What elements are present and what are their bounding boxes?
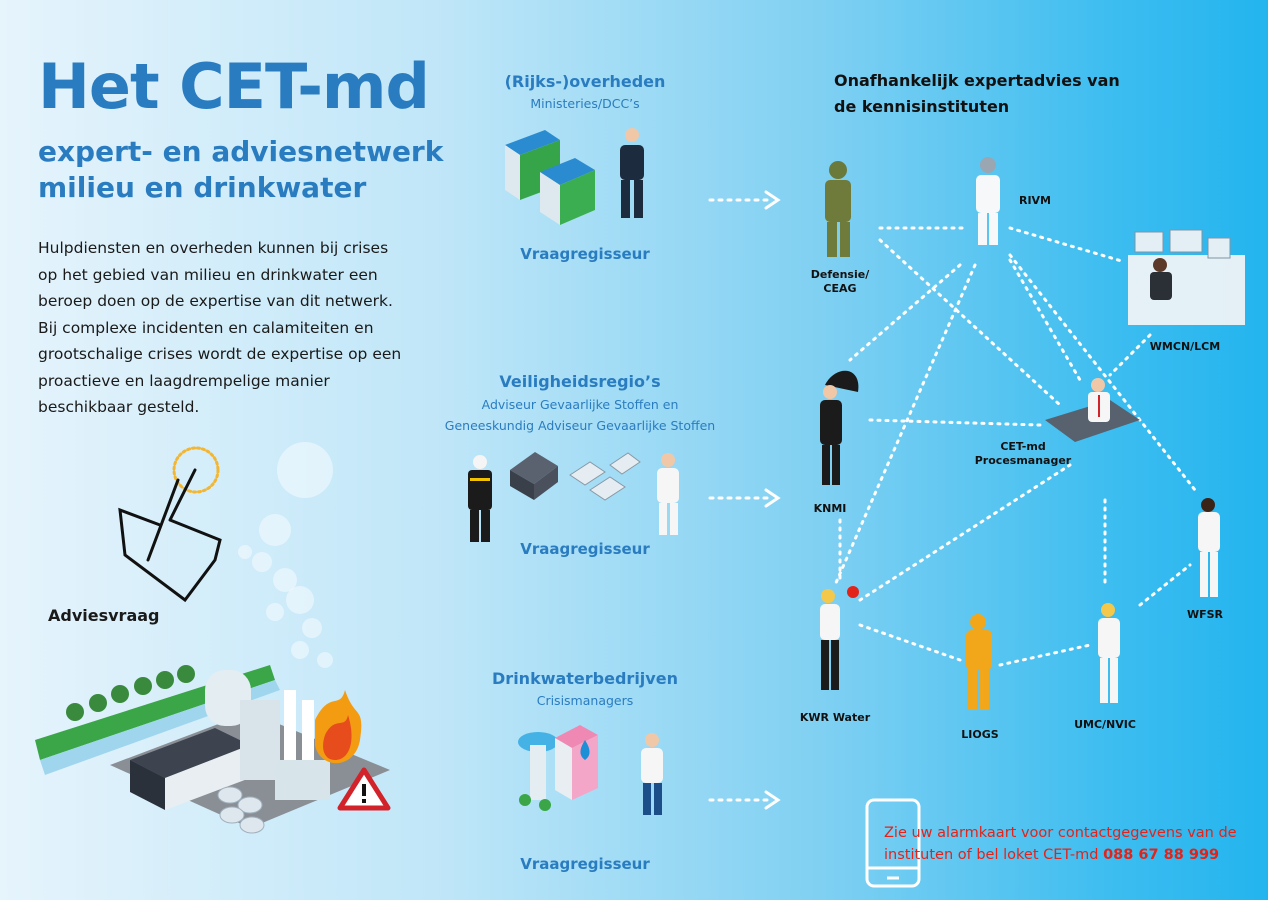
network-connectors xyxy=(833,226,1197,667)
firefighter-icon xyxy=(468,455,492,542)
subtitle-line: milieu en drinkwater xyxy=(38,171,367,204)
connector-defensie-cet xyxy=(878,238,1062,407)
water-tower-icon xyxy=(518,732,558,800)
group-title: (Rijks-)overheden xyxy=(504,72,666,91)
node-label-line: CEAG xyxy=(823,282,857,295)
alarm-callout: Zie uw alarmkaart voor contactgegevens v… xyxy=(884,822,1244,866)
medic-person-icon xyxy=(657,453,679,535)
control-room-desk-icon xyxy=(1128,229,1245,325)
nurse-icon xyxy=(1098,603,1120,703)
node-label-defensie: Defensie/ CEAG xyxy=(800,268,880,296)
arrow-icon xyxy=(708,488,781,508)
group-subtitle: Geneeskundig Adviseur Gevaarlijke Stoffe… xyxy=(444,418,716,433)
node-label-cet: CET-md Procesmanager xyxy=(968,440,1078,468)
process-manager-desk-icon xyxy=(1045,378,1140,442)
warning-sign-icon xyxy=(337,767,391,811)
connector-rivm-knmi xyxy=(848,263,962,362)
connector-liogs-umc xyxy=(998,643,1092,667)
page-title: Het CET-md xyxy=(38,50,430,123)
pointing-hand-icon xyxy=(118,446,222,603)
lab-worker-icon xyxy=(976,157,1000,245)
group-role-label: Vraagregisseur xyxy=(520,855,650,873)
alarm-phone-number[interactable]: 088 67 88 999 xyxy=(1103,847,1220,863)
node-label-kwr: KWR Water xyxy=(799,711,871,724)
network-header: Onafhankelijk expertadvies van de kennis… xyxy=(834,68,1120,120)
adviesvraag-label: Adviesvraag xyxy=(48,606,160,625)
connector-kwr-cet xyxy=(858,463,1072,602)
group-role-label: Vraagregisseur xyxy=(520,245,650,263)
node-label-umc: UMC/NVIC xyxy=(1074,718,1136,731)
node-label-line: Procesmanager xyxy=(974,454,1072,467)
node-label-rivm: RIVM xyxy=(1018,194,1052,207)
node-label-knmi: KNMI xyxy=(813,502,847,515)
umbrella-person-icon xyxy=(820,370,859,485)
water-plant-building-icon xyxy=(555,725,598,800)
connector-knmi-cet xyxy=(868,418,1042,427)
node-label-wmcn: WMCN/LCM xyxy=(1149,340,1221,353)
tree-icon xyxy=(66,665,195,721)
phone-icon xyxy=(865,798,921,888)
researcher-icon xyxy=(1198,498,1220,597)
factory-fire-illustration xyxy=(35,665,391,834)
group-title: Veiligheidsregio’s xyxy=(499,372,661,391)
flow-arrows xyxy=(708,190,781,810)
node-label-line: Defensie/ xyxy=(810,268,870,281)
network-header-line: Onafhankelijk expertadvies van xyxy=(834,71,1120,90)
apartment-building-icon xyxy=(510,452,558,500)
connector-rivm-kwr xyxy=(833,263,977,587)
node-label-liogs: LIOGS xyxy=(961,728,999,741)
ministry-buildings-icon xyxy=(505,130,595,225)
bubbles-decoration xyxy=(238,442,333,668)
group-subtitle: Crisismanagers xyxy=(536,693,634,708)
alarm-text: Zie uw alarmkaart voor contactgegevens v… xyxy=(884,825,1237,863)
connector-kwr-liogs xyxy=(858,623,962,662)
person-phone-icon xyxy=(620,128,644,218)
soldier-icon xyxy=(825,161,851,257)
houses-icon xyxy=(569,452,641,501)
connector-rivm-wmcn xyxy=(1008,226,1127,264)
scientist-flask-icon xyxy=(820,586,859,690)
group-role-label: Vraagregisseur xyxy=(520,540,650,558)
group-title: Drinkwaterbedrijven xyxy=(492,669,678,688)
crisis-manager-person-icon xyxy=(641,733,663,815)
intro-text: Hulpdiensten en overheden kunnen bij cri… xyxy=(38,239,402,416)
connector-rivm-cet xyxy=(1008,258,1082,382)
connector-rivm-wfsr xyxy=(1008,253,1197,492)
arrow-icon xyxy=(708,190,781,210)
connector-wmcn-cet xyxy=(1108,333,1152,377)
group-subtitle: Adviseur Gevaarlijke Stoffen en xyxy=(481,397,679,412)
network-header-line: de kennisinstituten xyxy=(834,97,1010,116)
page-subtitle: expert- en adviesnetwerk milieu en drink… xyxy=(38,134,458,206)
small-tree-icon xyxy=(519,794,551,811)
hazmat-suit-icon xyxy=(966,614,992,710)
connector-umc-wfsr xyxy=(1138,563,1192,607)
node-label-wfsr: WFSR xyxy=(1186,608,1224,621)
node-label-line: CET-md xyxy=(1000,440,1046,453)
group-subtitle: Ministeries/DCC’s xyxy=(530,96,640,111)
arrow-icon xyxy=(708,790,781,810)
subtitle-line: expert- en adviesnetwerk xyxy=(38,135,444,168)
